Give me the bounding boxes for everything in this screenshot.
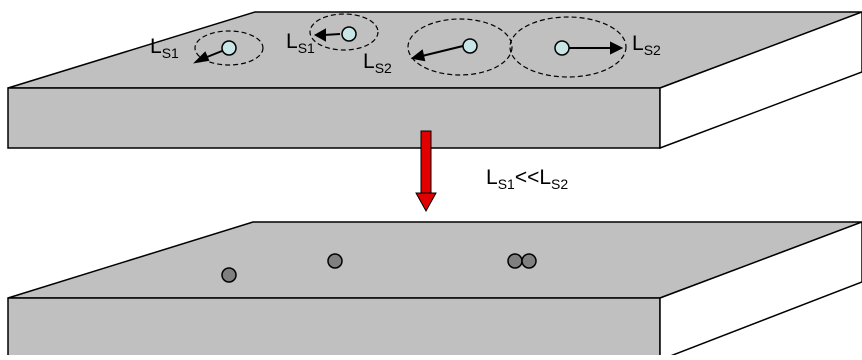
bottom-slab — [7, 221, 862, 360]
mobile-particle — [341, 26, 357, 42]
diffusion-arrow — [421, 45, 464, 57]
label-ls2-right: LS2 — [632, 32, 661, 58]
immobile-particle — [507, 253, 523, 269]
diffusion-region — [194, 30, 264, 66]
immobile-particle — [327, 253, 343, 269]
diffusion-regions — [194, 13, 627, 78]
mobile-particle — [554, 40, 570, 56]
label-ls1-left: LS1 — [150, 35, 179, 61]
arrow-head — [313, 28, 326, 42]
diffusion-region — [309, 13, 379, 51]
top-slab — [7, 11, 862, 150]
arrow-head — [193, 51, 210, 64]
transition-arrow — [415, 130, 437, 213]
relation-label: LS1<<LS2 — [486, 166, 568, 192]
immobile-particle — [221, 267, 237, 283]
mobile-particle — [221, 40, 237, 56]
arrow-head — [410, 49, 426, 62]
diffusion-arrow — [323, 33, 341, 36]
mobile-particle — [462, 38, 478, 54]
arrow-head — [610, 41, 624, 55]
bottom-slab-side — [659, 221, 862, 360]
label-ls1-middle: LS1 — [286, 30, 315, 56]
top-slab-side — [659, 11, 862, 150]
transition-arrow-head — [415, 192, 437, 213]
top-slab-front — [7, 87, 661, 149]
label-ls2-middle: LS2 — [363, 50, 392, 76]
diffusion-labels: LS1 LS1 LS2 LS2 — [150, 30, 661, 76]
diffusion-arrows — [193, 28, 624, 64]
transition-arrow-shaft — [420, 130, 432, 195]
immobile-particle — [521, 253, 537, 269]
diffusion-region — [407, 18, 513, 76]
mobile-particles — [221, 26, 570, 56]
bottom-slab-front — [7, 297, 661, 360]
diffusion-region — [509, 16, 627, 78]
immobile-particles — [221, 253, 537, 283]
